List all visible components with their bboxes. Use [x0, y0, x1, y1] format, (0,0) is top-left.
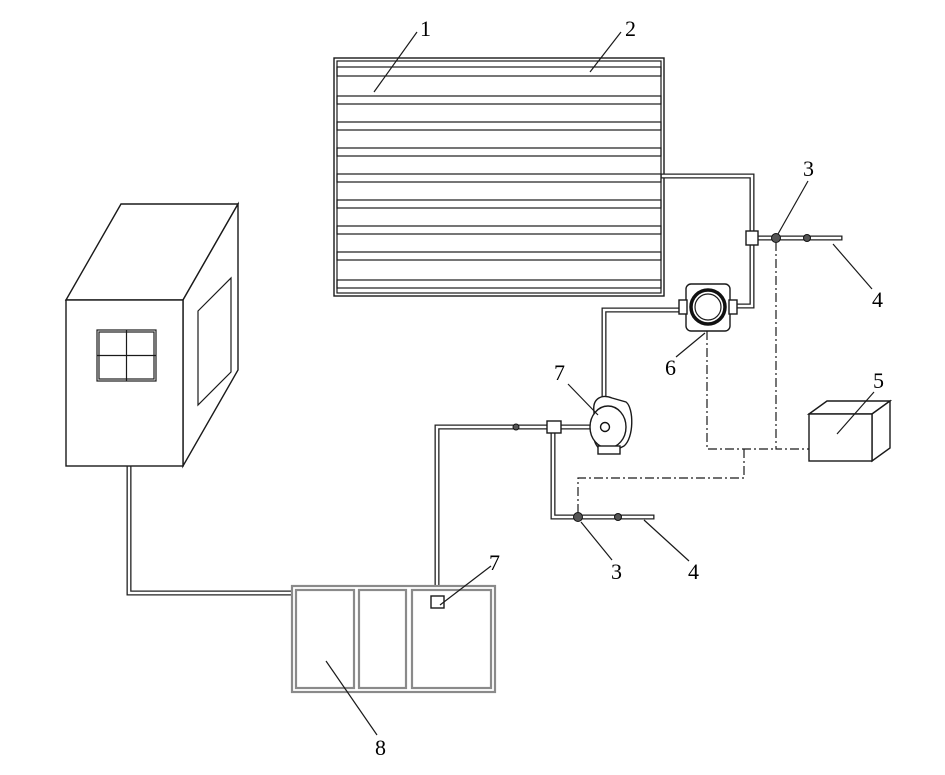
callouts: 1 2 3 4 5 6 7 7 3 4 8: [375, 16, 884, 760]
callout-8: 8: [375, 735, 386, 760]
collector-tube: [336, 199, 662, 209]
valve-lower-2: [614, 513, 622, 521]
valve-inline: [512, 423, 520, 431]
tee-fitting: [546, 420, 562, 434]
collector-frame: [333, 57, 665, 297]
callout-1: 1: [420, 16, 431, 41]
callout-7-sump: 7: [489, 550, 500, 575]
collector-tube: [336, 251, 662, 261]
collector-tube: [336, 147, 662, 157]
valve-lower: [573, 512, 583, 522]
building-front: [65, 299, 184, 467]
building: [64, 201, 240, 469]
callout-7-pump: 7: [554, 360, 565, 385]
pump-flange-left: [678, 299, 688, 315]
tee-fitting: [745, 230, 759, 246]
tank-compartment: [410, 588, 493, 690]
sump-pump: [430, 595, 445, 609]
collector-tube: [336, 95, 662, 105]
circulation-pump: [678, 283, 738, 332]
pump-ring: [689, 288, 727, 326]
pump-eye: [599, 421, 611, 433]
controller-front: [808, 413, 873, 462]
callout-3-lower: 3: [611, 559, 622, 584]
pump-base: [597, 445, 621, 455]
pump-flange-right: [728, 299, 738, 315]
pump-ring-inner: [694, 293, 722, 321]
solar-collector-panel: [333, 57, 665, 297]
collector-tube: [336, 66, 662, 77]
tank-compartment: [357, 588, 408, 690]
callout-2: 2: [625, 16, 636, 41]
callout-4: 4: [872, 287, 883, 312]
controller-box: [806, 399, 893, 463]
callout-4-lower: 4: [688, 559, 699, 584]
valve-upper: [771, 233, 781, 243]
collector-tubes: [336, 66, 662, 289]
building-window: [96, 329, 157, 382]
collector-tube: [336, 279, 662, 289]
building-door: [197, 276, 232, 407]
callout-5: 5: [873, 368, 884, 393]
water-tank: [290, 584, 497, 694]
callout-6: 6: [665, 355, 676, 380]
tank-compartment: [294, 588, 356, 690]
valve-upper-2: [803, 234, 811, 242]
control-wiring: [577, 242, 809, 513]
water-pump: [589, 395, 633, 455]
collector-tube: [336, 121, 662, 131]
leader-lines: [325, 31, 875, 736]
callout-3: 3: [803, 156, 814, 181]
collector-tube: [336, 225, 662, 235]
